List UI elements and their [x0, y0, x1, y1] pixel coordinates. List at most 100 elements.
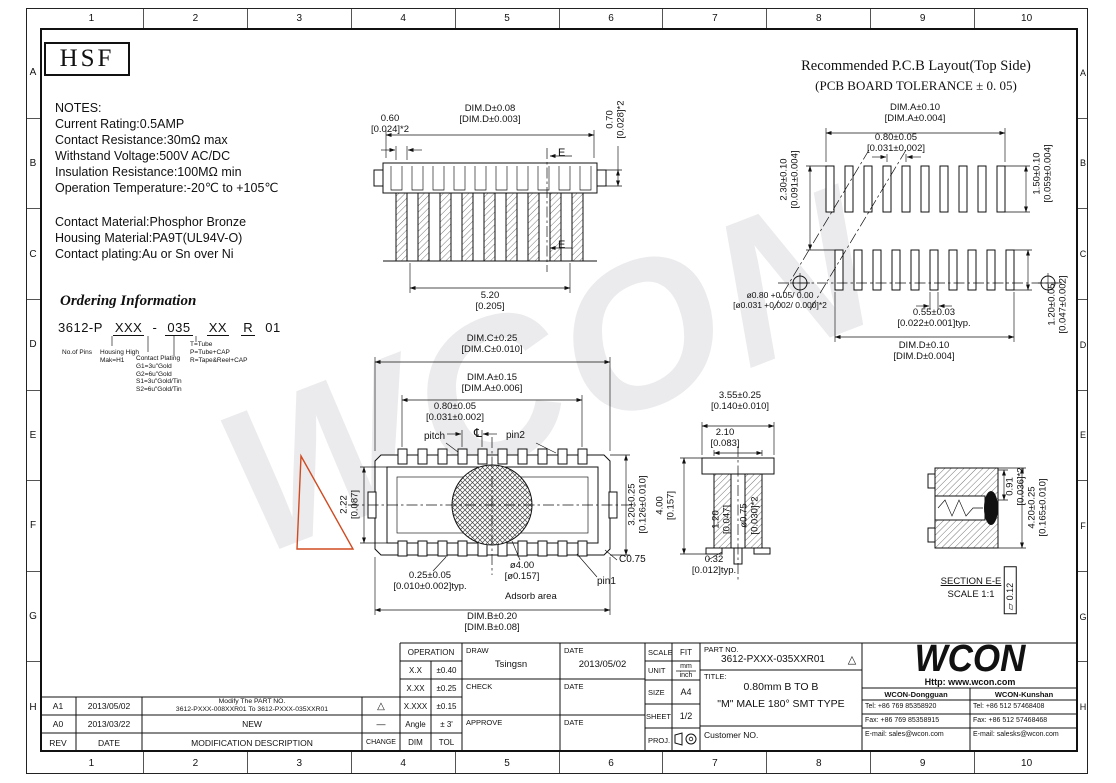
notes-block: NOTES: Current Rating:0.5AMP Contact Res… — [55, 100, 278, 196]
dim-pcb-150: 1.50±0.10 [0.059±0.004] — [1032, 134, 1054, 214]
first-angle-projection-icon — [674, 732, 697, 746]
code-packing: R — [241, 320, 256, 336]
dim-metric: DIM.A±0.15 — [466, 372, 518, 383]
date-label: DATE — [564, 646, 584, 655]
column-label: 9 — [871, 8, 976, 28]
dim-top-025: 0.25±0.05 [0.010±0.002]typ. — [374, 570, 486, 592]
row-label: E — [26, 391, 40, 482]
code-base: 3612-P — [58, 320, 103, 335]
section-title: SECTION E-E — [940, 576, 1002, 587]
dim-inch: [0.024]*2 — [370, 123, 410, 135]
dim-pcb-dima: DIM.A±0.10 [DIM.A±0.004] — [855, 102, 975, 124]
dim-inch: [0.028]*2 — [615, 100, 626, 139]
pcb-layout-tolerance: (PCB BOARD TOLERANCE ± 0. 05) — [815, 78, 1017, 93]
dim-metric: 5.20 — [480, 290, 500, 301]
rev-row-date: 2013/05/02 — [87, 701, 131, 711]
rev-row-change: △ — [377, 700, 385, 712]
column-label: 7 — [663, 8, 768, 28]
pitch-label: pitch — [424, 431, 446, 442]
check-label: CHECK — [466, 682, 493, 691]
dim-metric: 2.30±0.10 — [778, 158, 790, 201]
tolerance-dim: X.XX — [406, 683, 425, 693]
column-label: 1 — [40, 752, 144, 774]
row-label: B — [1078, 119, 1088, 210]
projection-symbol — [672, 730, 700, 748]
dim-side-075: ø0.75 [0.030]*2 — [739, 486, 761, 546]
column-label: 10 — [1021, 12, 1033, 24]
column-label: 5 — [456, 8, 560, 28]
column-label: 1 — [40, 8, 144, 28]
note-line: Contact Resistance:30mΩ max — [55, 133, 228, 147]
dim-metric: DIM.D±0.08 — [464, 103, 516, 114]
date-label: DATE — [564, 682, 584, 691]
centerline-symbol: ℄ — [474, 426, 482, 440]
legend-line: G1=3u"Gold — [136, 362, 172, 370]
rev-row-change: — — [376, 719, 386, 729]
row-label: H — [1079, 702, 1087, 713]
size-value: A4 — [680, 687, 692, 697]
office-tel: Tel: +86 769 85358920 — [865, 703, 937, 710]
dim-metric: 0.80±0.05 — [433, 401, 477, 412]
rev-row-date: 2013/03/22 — [87, 719, 131, 729]
legend-plating: Contact Plating G1=3u"Gold G2=6u"Gold S1… — [136, 355, 182, 394]
code-housing: 035 — [165, 320, 193, 336]
section-mark-top: E — [558, 147, 566, 159]
row-ruler-right: A B C D E F G H — [1078, 28, 1088, 752]
flatness-value: 0.12 — [1004, 582, 1015, 601]
hsf-logo: HSF — [44, 42, 130, 76]
column-label: 10 — [1021, 757, 1033, 769]
column-label: 4 — [352, 8, 456, 28]
column-ruler-bottom: 1 2 3 4 5 6 7 8 9 10 — [40, 752, 1078, 774]
scale-label: SCALE — [648, 648, 673, 657]
code-suffix: 01 — [265, 320, 281, 335]
dim-metric: 0.91 — [1004, 477, 1016, 496]
dim-front-060: 0.60 [0.024]*2 — [358, 113, 422, 135]
legend-line: Contact Plating — [136, 355, 181, 362]
dim-metric: 0.80±0.05 — [874, 132, 918, 143]
ordering-code: 3612-P XXX - 035 XX R 01 — [58, 320, 281, 336]
dim-pcb-dimd: DIM.D±0.10 [DIM.D±0.004] — [864, 340, 984, 362]
revision-triangle-icon: △ — [847, 653, 857, 666]
approve-label: APPROVE — [466, 718, 503, 727]
dim-front-dimd: DIM.D±0.08 [DIM.D±0.003] — [425, 103, 555, 125]
dim-inch: [0.030]*2 — [749, 496, 760, 535]
side-view-linework — [680, 422, 775, 582]
legend-line: P=Tube+CAP — [190, 348, 230, 356]
rev-header: CHANGE — [366, 739, 396, 746]
row-label: G — [26, 572, 40, 663]
pcb-layout-linework — [772, 128, 1066, 342]
draw-date: 2013/05/02 — [578, 658, 627, 670]
office-email: E-mail: sales@wcon.com — [865, 731, 944, 738]
top-view-linework — [348, 357, 636, 615]
column-label: 8 — [767, 8, 872, 28]
dim-side-032: 0.32 [0.012]typ. — [672, 554, 756, 576]
part-title-line2: "M" MALE 180° SMT TYPE — [717, 698, 845, 710]
rev-row-desc: NEW — [242, 719, 262, 729]
dim-top-dima: DIM.A±0.15 [DIM.A±0.006] — [427, 372, 557, 394]
rev-header: MODIFICATION DESCRIPTION — [191, 737, 313, 748]
column-label: 2 — [144, 8, 248, 28]
dim-side-400: 4.00 [0.157] — [655, 476, 677, 536]
dim-metric: DIM.B±0.20 — [466, 611, 518, 622]
dim-metric: 2.10 — [715, 427, 735, 438]
unit-inch: inch — [679, 672, 693, 679]
tolerance-tol: ±0.25 — [436, 683, 457, 693]
dim-metric: 1.20±0.05 — [1046, 283, 1058, 326]
dim-metric: 3.20±0.25 — [626, 483, 638, 526]
row-label: C — [26, 209, 40, 300]
office-fax: Fax: +86 769 85358915 — [865, 717, 940, 724]
pin2-label: pin2 — [506, 430, 525, 441]
scale-value: FIT — [680, 647, 692, 657]
column-label: 9 — [871, 752, 976, 774]
part-no-label: PART NO. — [704, 645, 739, 654]
dim-top-dimb: DIM.B±0.20 [DIM.B±0.08] — [427, 611, 557, 633]
legend-line: R=Tape&Reel+CAP — [190, 356, 248, 364]
row-ruler-left: A B C D E F G H — [26, 28, 40, 752]
note-line: Contact plating:Au or Sn over Ni — [55, 247, 234, 261]
dim-inch: [0.126±0.010] — [637, 475, 648, 534]
row-label: C — [1078, 209, 1088, 300]
row-label: A — [1078, 28, 1088, 119]
tolerance-footer-dim: DIM — [408, 738, 423, 747]
dim-inch: [0.059±0.004] — [1042, 144, 1053, 203]
rev-header: REV — [49, 737, 67, 748]
